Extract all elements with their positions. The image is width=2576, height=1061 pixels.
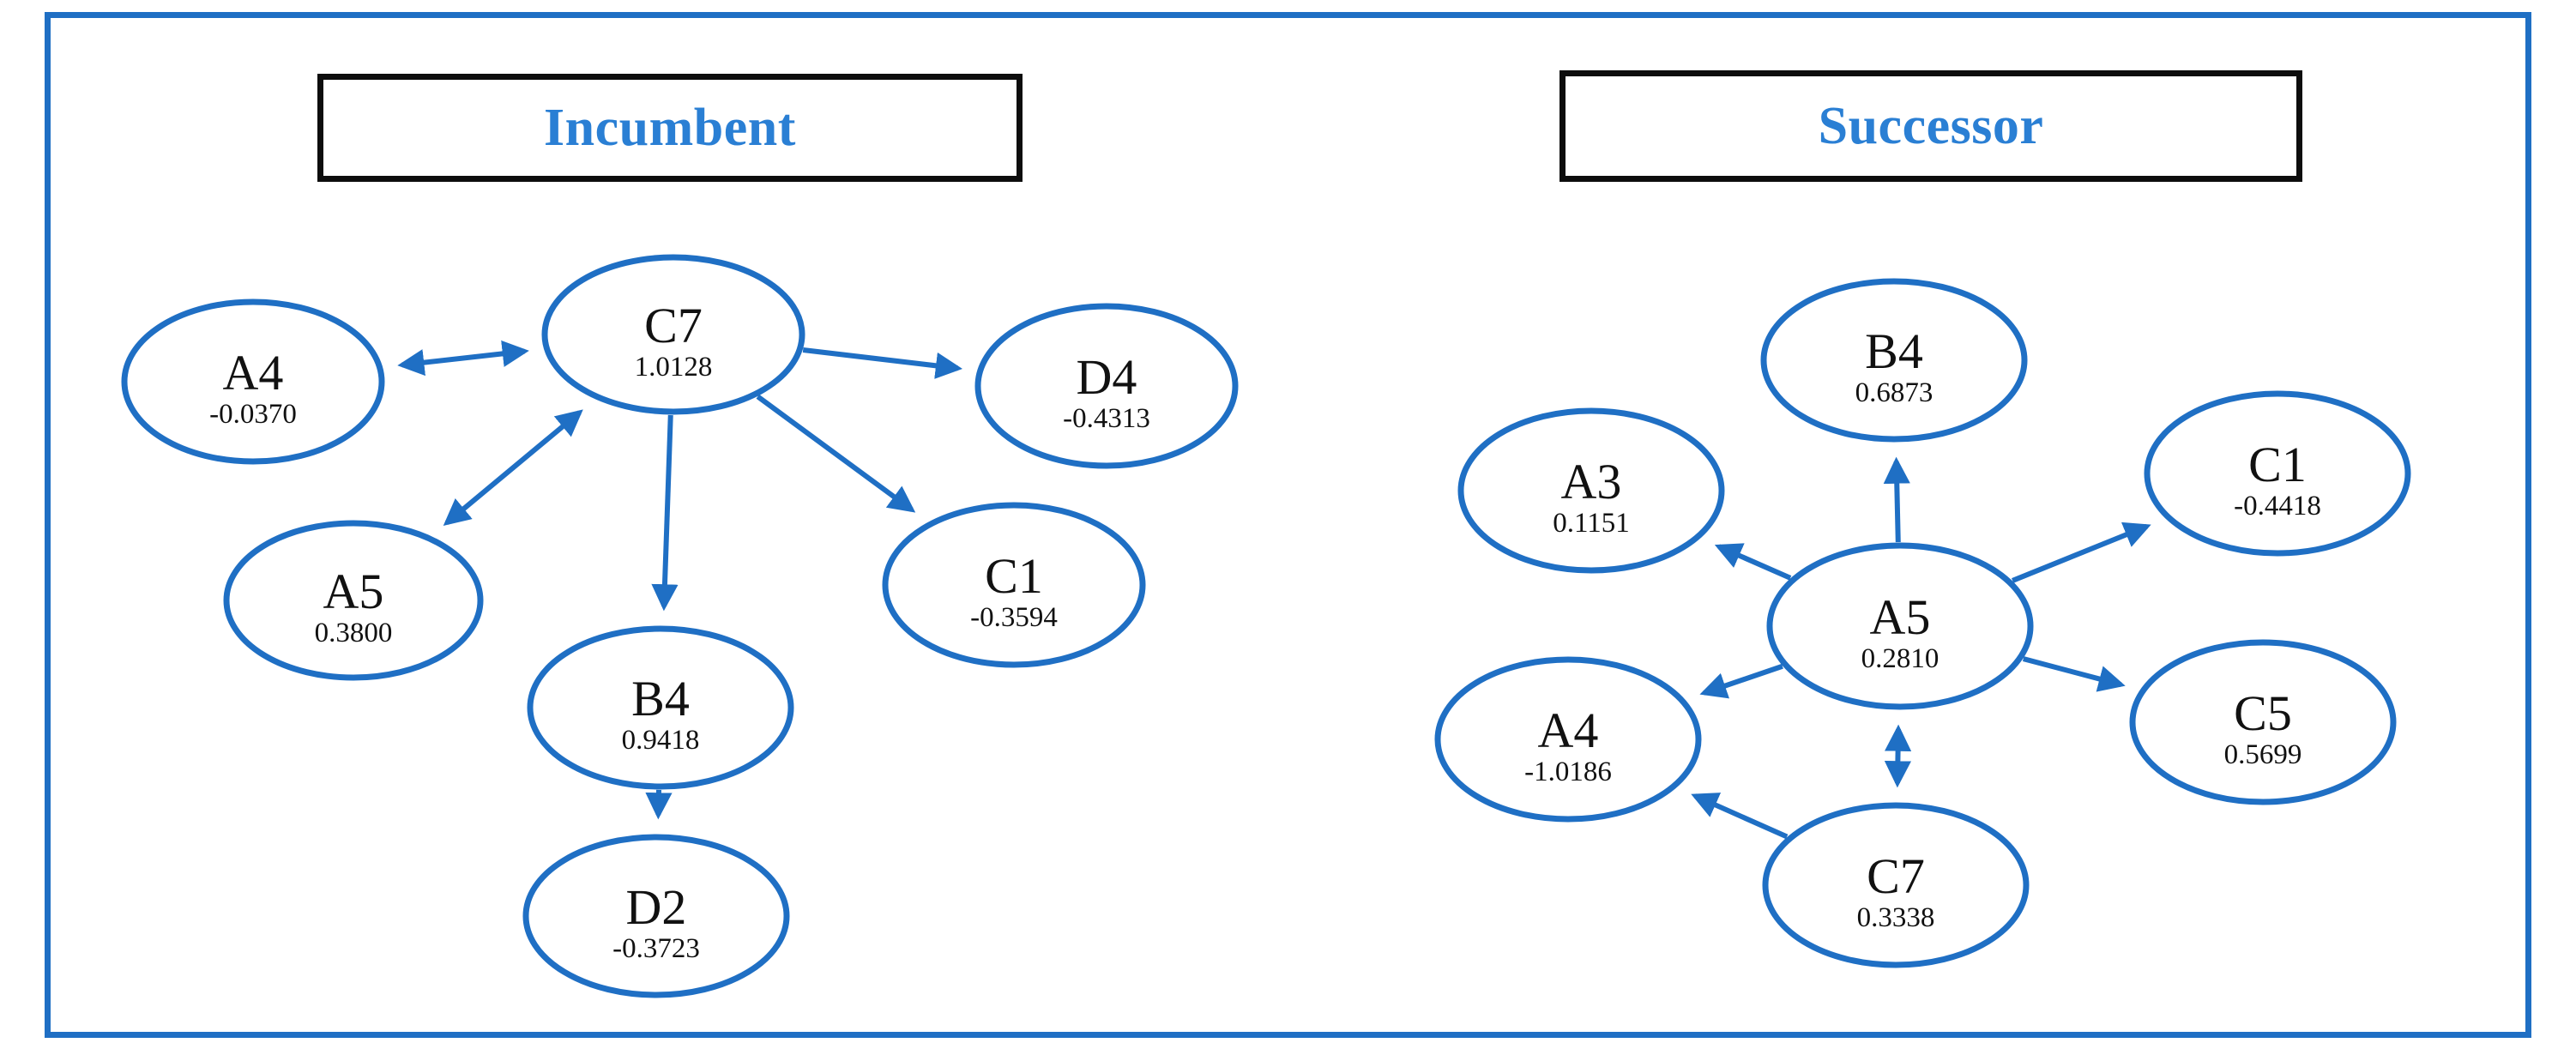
node-label-inc-d4: D4 [1077, 349, 1137, 405]
node-shape-suc-a5 [1766, 542, 2034, 710]
node-label-suc-c5: C5 [2234, 685, 2292, 741]
node-value-inc-c1: -0.3594 [970, 602, 1058, 633]
edges-group [397, 340, 2151, 840]
node-suc-c5[interactable]: C50.5699 [2129, 639, 2397, 805]
node-inc-d4[interactable]: D4-0.4313 [974, 303, 1239, 469]
node-inc-b4[interactable]: B40.9418 [527, 625, 794, 790]
node-shape-suc-c1 [2144, 390, 2411, 557]
node-suc-b4[interactable]: B40.6873 [1760, 278, 2028, 443]
edge-suc-a5-to-suc-c7 [1884, 724, 1912, 788]
node-inc-c7[interactable]: C71.0128 [541, 254, 805, 415]
node-suc-a3[interactable]: A30.1151 [1457, 407, 1725, 574]
node-shape-inc-a5 [223, 520, 484, 681]
panel-header-incumbent: Incumbent [317, 74, 1023, 182]
node-value-suc-a3: 0.1151 [1553, 508, 1630, 539]
node-label-inc-a4: A4 [223, 345, 284, 401]
edge-suc-c7-to-suc-a4 [1691, 793, 1789, 840]
node-label-suc-b4: B4 [1865, 323, 1923, 379]
node-label-inc-c7: C7 [644, 298, 703, 353]
node-label-inc-d2: D2 [626, 879, 687, 935]
node-value-inc-a4: -0.0370 [209, 399, 297, 430]
node-value-suc-c5: 0.5699 [2224, 739, 2302, 770]
edge-suc-a5-to-suc-a3 [1714, 543, 1792, 581]
node-shape-suc-a4 [1434, 656, 1702, 823]
node-value-suc-a4: -1.0186 [1524, 757, 1612, 787]
node-shape-inc-d4 [974, 303, 1239, 469]
node-suc-a4[interactable]: A4-1.0186 [1434, 656, 1702, 823]
node-value-inc-b4: 0.9418 [622, 725, 700, 756]
node-suc-c7[interactable]: C70.3338 [1762, 802, 2030, 968]
edge-suc-a5-to-suc-b4 [1883, 456, 1910, 543]
panel-title-successor: Successor [1818, 97, 2044, 155]
node-inc-d2[interactable]: D2-0.3723 [522, 834, 790, 998]
node-label-suc-a3: A3 [1561, 454, 1622, 509]
node-shape-suc-c7 [1762, 802, 2030, 968]
node-value-suc-b4: 0.6873 [1855, 377, 1934, 408]
node-shape-suc-b4 [1760, 278, 2028, 443]
node-value-inc-c7: 1.0128 [635, 352, 713, 383]
node-shape-suc-c5 [2129, 639, 2397, 805]
edge-inc-c7-to-inc-d4 [802, 347, 963, 379]
panel-title-incumbent: Incumbent [544, 99, 796, 157]
edge-inc-b4-to-inc-d2 [645, 789, 673, 820]
node-label-inc-a5: A5 [323, 564, 384, 619]
node-shape-suc-a3 [1457, 407, 1725, 574]
node-suc-a5[interactable]: A50.2810 [1766, 542, 2034, 710]
node-label-suc-a4: A4 [1538, 702, 1599, 758]
node-value-suc-c1: -0.4418 [2234, 491, 2321, 521]
edge-suc-a5-to-suc-c1 [2012, 521, 2151, 583]
node-label-suc-c1: C1 [2248, 437, 2307, 492]
node-label-inc-c1: C1 [985, 548, 1043, 604]
edge-inc-c7-to-inc-a5 [443, 409, 583, 526]
node-shape-inc-d2 [522, 834, 790, 998]
nodes-group: C71.0128A4-0.0370A50.3800D4-0.4313C1-0.3… [121, 254, 2411, 998]
edge-inc-c7-to-inc-c1 [756, 394, 916, 513]
edge-inc-c7-to-inc-a4 [397, 340, 529, 377]
node-value-inc-d4: -0.4313 [1063, 403, 1150, 434]
node-shape-inc-c7 [541, 254, 805, 415]
node-value-inc-a5: 0.3800 [315, 618, 393, 648]
node-inc-a5[interactable]: A50.3800 [223, 520, 484, 681]
edge-suc-a5-to-suc-a4 [1699, 663, 1783, 699]
node-value-inc-d2: -0.3723 [612, 933, 700, 964]
node-label-suc-a5: A5 [1870, 589, 1931, 645]
node-value-suc-c7: 0.3338 [1857, 902, 1935, 933]
panel-header-successor: Successor [1559, 70, 2302, 182]
node-value-suc-a5: 0.2810 [1861, 643, 1940, 674]
node-label-inc-b4: B4 [631, 671, 690, 726]
node-suc-c1[interactable]: C1-0.4418 [2144, 390, 2411, 557]
node-inc-c1[interactable]: C1-0.3594 [882, 502, 1146, 668]
node-shape-inc-a4 [121, 298, 385, 465]
node-shape-inc-c1 [882, 502, 1146, 668]
edge-suc-a5-to-suc-c5 [2022, 656, 2126, 692]
node-shape-inc-b4 [527, 625, 794, 790]
node-label-suc-c7: C7 [1867, 848, 1925, 904]
node-inc-a4[interactable]: A4-0.0370 [121, 298, 385, 465]
edge-inc-c7-to-inc-b4 [651, 414, 679, 612]
